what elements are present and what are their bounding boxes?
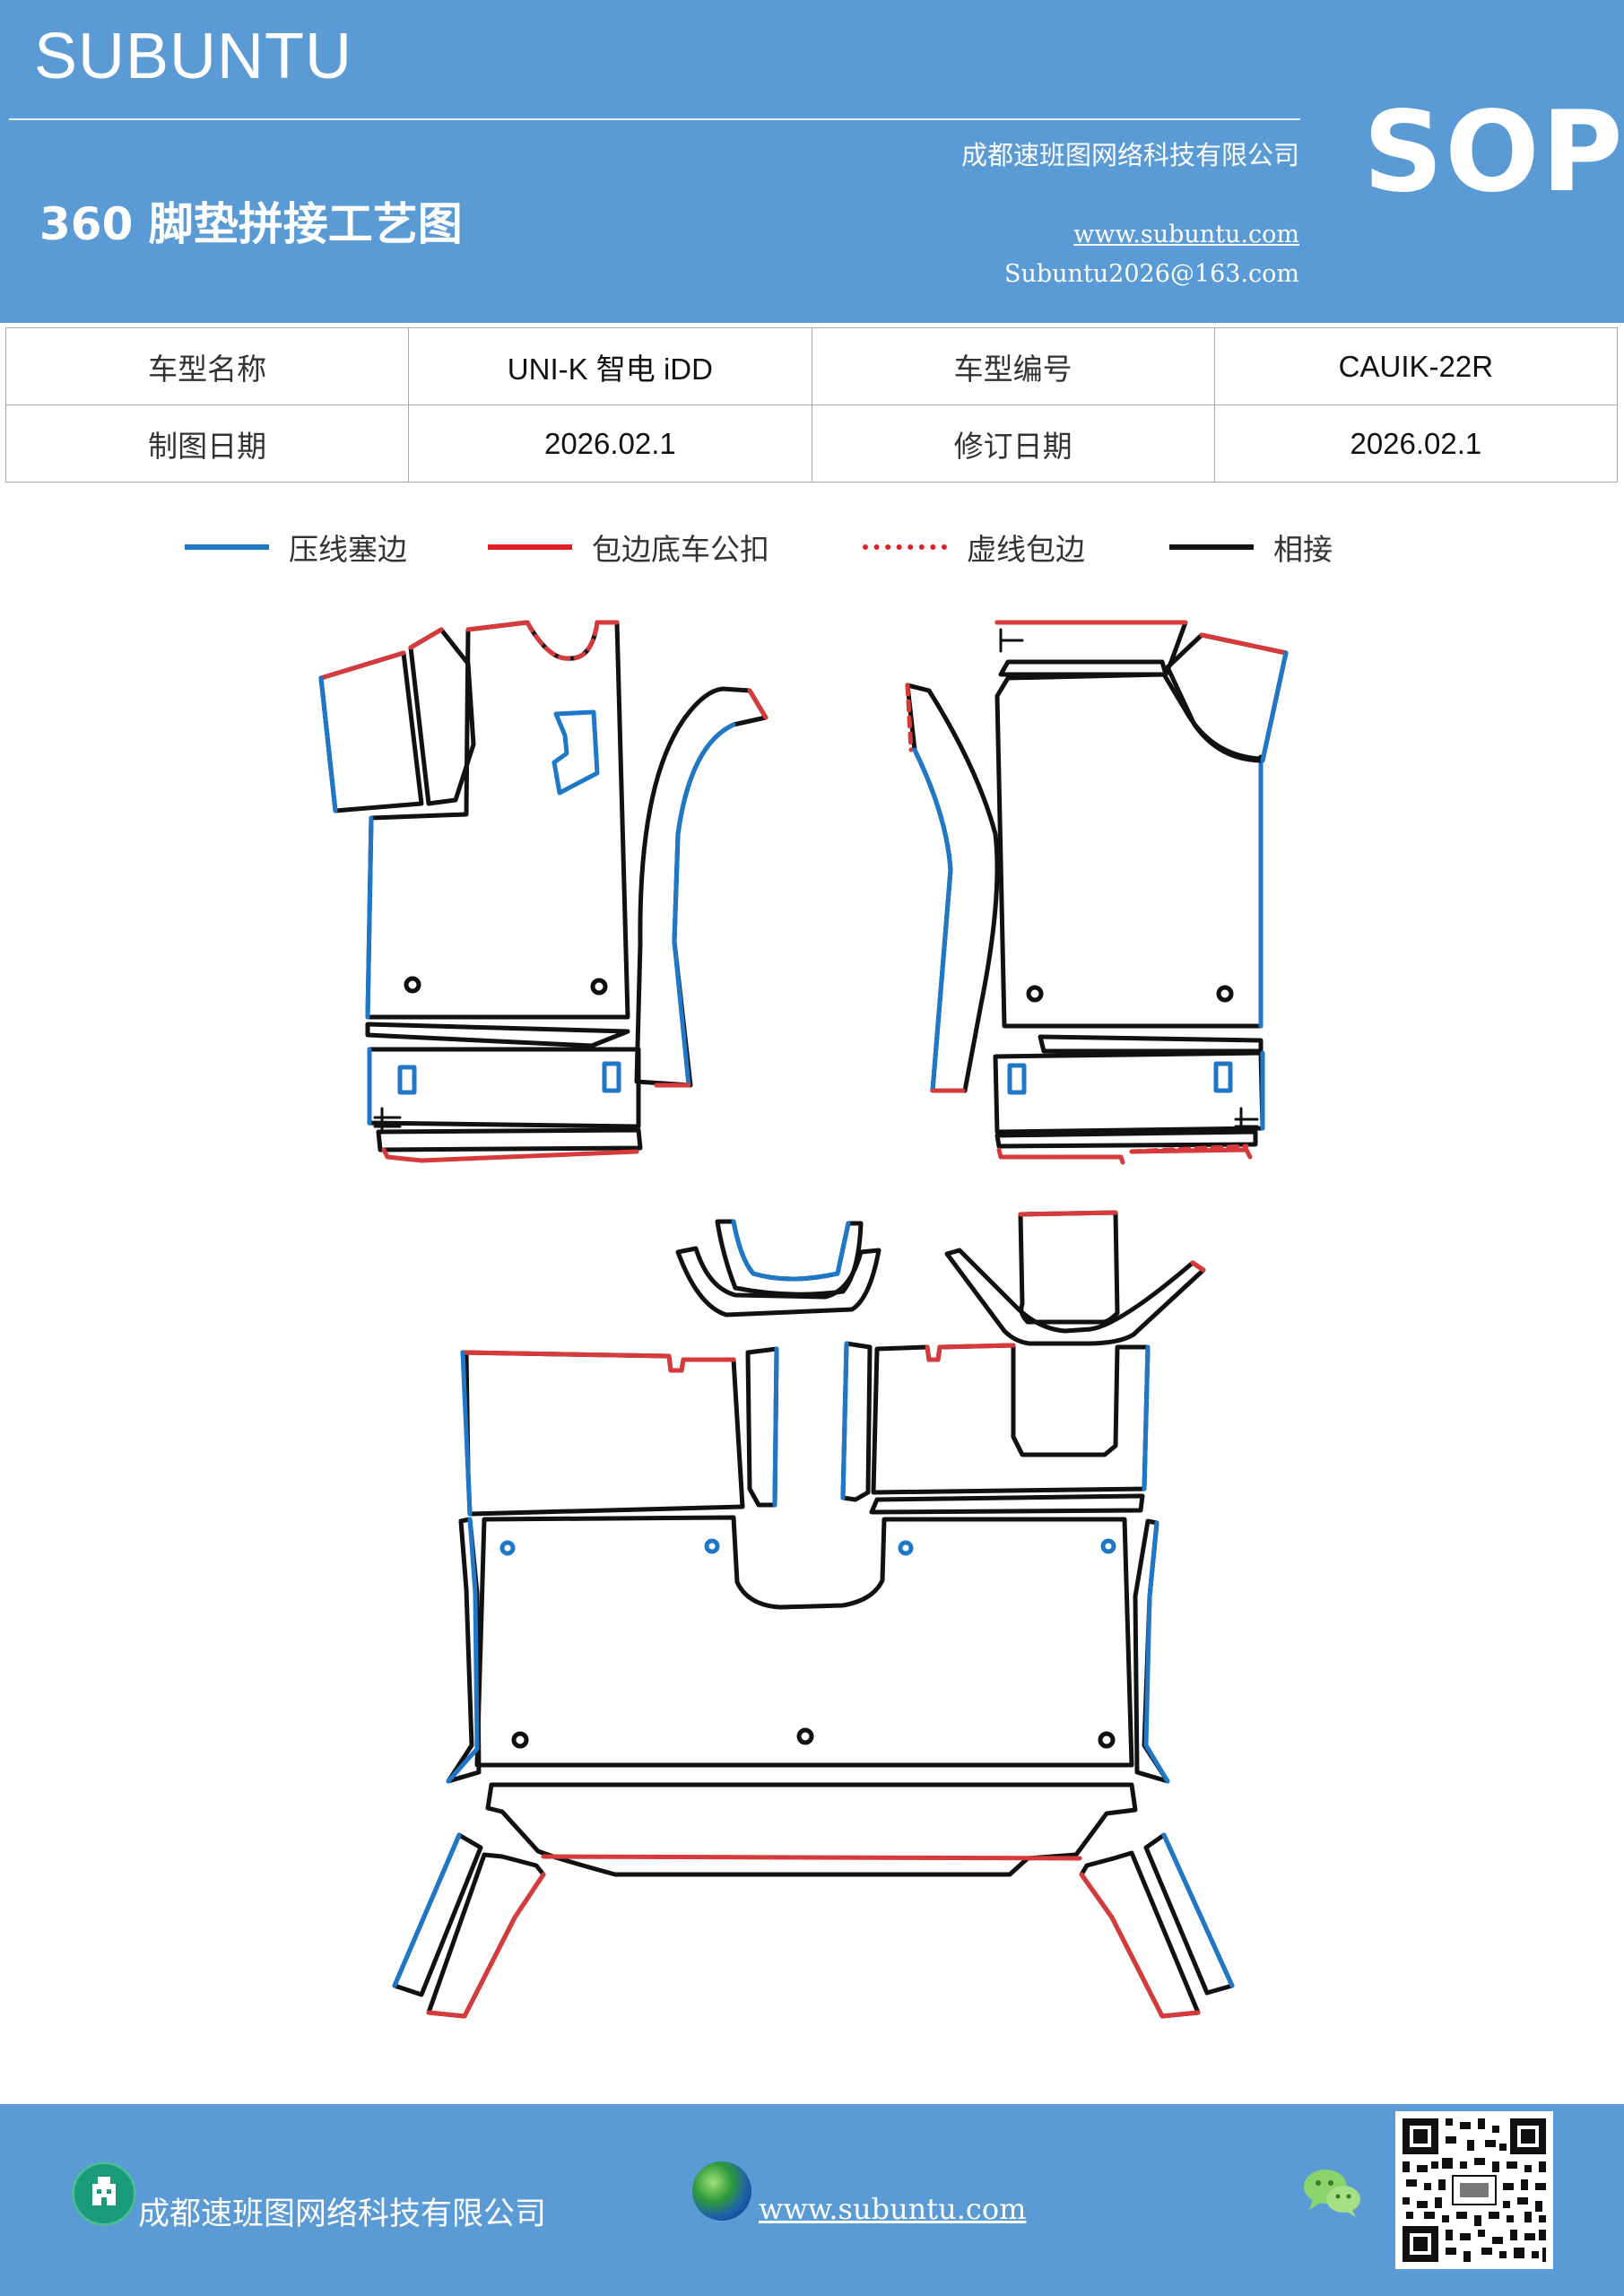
fl-side-panel	[318, 650, 424, 813]
legend-item-dashed-wrap: 虚线包边	[863, 520, 1085, 574]
fl-clip-slot	[602, 1061, 621, 1093]
building-icon	[72, 2161, 136, 2226]
legend-item-press-line: 压线塞边	[185, 520, 407, 574]
footer-banner: 成都速班图网络科技有限公司 www.subuntu.com	[0, 2104, 1624, 2296]
rear-console-arch	[944, 1248, 1206, 1346]
fl-snap-hole	[590, 978, 608, 996]
document-title: 360 脚垫拼接工艺图	[39, 198, 463, 250]
legend-label: 虚线包边	[967, 532, 1085, 567]
info-row: 车型名称 UNI-K 智电 iDD 车型编号 CAUIK-22R	[4, 327, 1619, 405]
info-row: 制图日期 2026.02.1 修订日期 2026.02.1	[4, 404, 1619, 483]
fr-snap-hole	[1216, 985, 1234, 1003]
footer-website-link[interactable]: www.subuntu.com	[759, 2192, 1027, 2226]
rear-snap-hole	[511, 1731, 529, 1749]
legend: 压线塞边 包边底车公扣 虚线包边 相接	[0, 520, 1624, 574]
legend-label: 压线塞边	[289, 532, 407, 567]
model-code-label: 车型编号	[811, 327, 1215, 405]
fl-joint-mark	[373, 1107, 402, 1134]
fl-arch-strip	[634, 686, 769, 1088]
drawing-date-label: 制图日期	[4, 404, 410, 483]
model-code-value: CAUIK-22R	[1213, 327, 1619, 405]
fl-clip-slot	[397, 1065, 417, 1095]
rear-bottom-strip	[485, 1782, 1138, 1877]
model-name-label: 车型名称	[4, 327, 410, 405]
rear-clip-hole	[898, 1540, 914, 1556]
fr-arch-strip	[905, 683, 1000, 1093]
legend-label: 包边底车公扣	[592, 532, 769, 567]
rear-right-seat-flap	[871, 1343, 1151, 1495]
website-link[interactable]: www.subuntu.com	[1073, 221, 1299, 248]
fr-clip-slot	[1213, 1061, 1233, 1093]
email-address: Subuntu2026@163.com	[1004, 260, 1299, 288]
floor-mat-diagram	[318, 620, 1289, 2019]
company-name: 成都速班图网络科技有限公司	[960, 140, 1299, 170]
rear-mat	[392, 1210, 1235, 2019]
fr-main-mat	[994, 620, 1264, 1029]
fr-joint-mark	[1234, 1107, 1259, 1134]
rear-left-seat-flap	[460, 1350, 745, 1517]
fl-bottom-wrap	[381, 1147, 639, 1163]
rear-right-thin-strip	[869, 1493, 1145, 1515]
brand-name: SUBUNTU	[34, 21, 353, 92]
drawing-date-value: 2026.02.1	[408, 404, 812, 483]
rear-snap-hole	[1098, 1731, 1116, 1749]
rear-clip-hole	[1100, 1538, 1116, 1554]
fr-top-strip	[998, 659, 1168, 677]
qr-code	[1395, 2111, 1553, 2269]
fr-clip-slot	[1007, 1063, 1027, 1095]
info-table: 车型名称 UNI-K 智电 iDD 车型编号 CAUIK-22R 制图日期 20…	[4, 327, 1619, 483]
rear-left-wedge-outer	[392, 1832, 483, 1997]
revision-date-value: 2026.02.1	[1213, 404, 1619, 483]
fl-rear-piece	[367, 1047, 641, 1129]
rear-clip-hole	[704, 1538, 720, 1554]
legend-swatch-red	[488, 544, 572, 550]
legend-label: 相接	[1273, 532, 1333, 567]
legend-swatch-red-dashed	[863, 544, 947, 550]
legend-item-wrap-edge: 包边底车公扣	[488, 520, 769, 574]
fr-thin-strip	[1038, 1034, 1264, 1054]
revision-date-label: 修订日期	[811, 404, 1215, 483]
rear-tunnel-arch-left	[675, 1246, 881, 1318]
footer-company-name: 成都速班图网络科技有限公司	[138, 2196, 547, 2232]
front-left-mat	[318, 620, 769, 1163]
rear-main-floor	[474, 1515, 1134, 1768]
rear-console-flap	[1018, 1210, 1120, 1325]
fl-snap-hole	[404, 976, 421, 994]
legend-swatch-black	[1169, 544, 1254, 550]
fr-bottom-wrap	[996, 1147, 1253, 1165]
fr-snap-hole	[1026, 985, 1044, 1003]
fl-blue-cutout	[551, 709, 600, 796]
wechat-icon[interactable]	[1302, 2165, 1363, 2222]
rear-clip-hole	[499, 1540, 516, 1556]
sop-badge: SOP	[1363, 88, 1624, 217]
header-banner: SUBUNTU 成都速班图网络科技有限公司 360 脚垫拼接工艺图 www.su…	[0, 0, 1624, 323]
rear-snap-hole	[796, 1727, 814, 1745]
fr-edge-strip	[994, 1129, 1258, 1149]
header-divider	[9, 118, 1300, 120]
fl-edge-strip	[376, 1127, 643, 1152]
model-name-value: UNI-K 智电 iDD	[408, 327, 812, 405]
legend-swatch-blue	[185, 544, 269, 550]
front-right-mat	[905, 620, 1289, 1165]
fl-thin-strip	[365, 1022, 630, 1048]
rear-left-side-strip	[745, 1346, 779, 1508]
globe-icon	[692, 2161, 751, 2221]
legend-item-joined: 相接	[1169, 520, 1333, 574]
fr-joint-mark	[999, 628, 1024, 653]
